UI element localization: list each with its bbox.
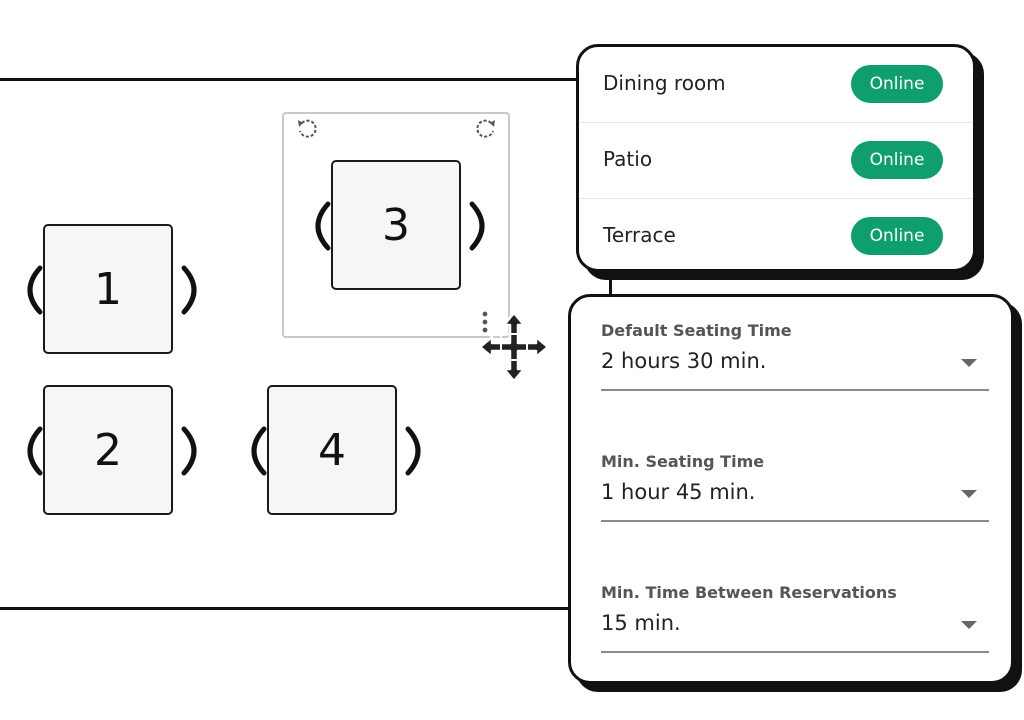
table-1[interactable]: 1: [14, 224, 204, 356]
chair-left: [251, 426, 267, 476]
table-3[interactable]: 3: [302, 160, 492, 292]
area-row-dining-room[interactable]: Dining room Online: [579, 47, 973, 123]
rotate-right-icon[interactable]: [474, 117, 498, 141]
min-seating-time-select[interactable]: Min. Seating Time 1 hour 45 min.: [601, 452, 989, 536]
dropdown-arrow-icon[interactable]: [961, 359, 977, 367]
table-surface[interactable]: 2: [43, 385, 173, 515]
chair-left: [27, 426, 43, 476]
table-surface[interactable]: 1: [43, 224, 173, 354]
field-underline: [601, 520, 989, 522]
table-surface[interactable]: 4: [267, 385, 397, 515]
area-row-patio[interactable]: Patio Online: [579, 123, 973, 199]
chair-left: [315, 201, 331, 251]
chair-right: [181, 426, 197, 476]
table-4[interactable]: 4: [238, 385, 428, 517]
default-seating-time-select[interactable]: Default Seating Time 2 hours 30 min.: [601, 321, 989, 405]
area-name: Patio: [603, 147, 653, 171]
field-underline: [601, 651, 989, 653]
area-name: Terrace: [603, 223, 676, 247]
field-underline: [601, 389, 989, 391]
table-number: 2: [94, 424, 122, 476]
move-cursor-icon: [478, 311, 550, 383]
chair-right: [181, 265, 197, 315]
status-toggle-button[interactable]: Online: [851, 217, 943, 255]
dropdown-arrow-icon[interactable]: [961, 621, 977, 629]
table-2[interactable]: 2: [14, 385, 204, 517]
seating-settings-card: Default Seating Time 2 hours 30 min. Min…: [568, 294, 1014, 684]
chair-left: [27, 265, 43, 315]
chair-right: [469, 201, 485, 251]
area-row-terrace[interactable]: Terrace Online: [579, 199, 973, 269]
table-number: 1: [94, 263, 122, 315]
table-number: 3: [382, 199, 410, 251]
field-value: 2 hours 30 min.: [601, 349, 767, 373]
chair-right: [405, 426, 421, 476]
status-toggle-button[interactable]: Online: [851, 65, 943, 103]
table-number: 4: [318, 424, 346, 476]
field-value: 1 hour 45 min.: [601, 480, 756, 504]
more-vertical-icon[interactable]: [480, 310, 490, 334]
rotate-left-icon[interactable]: [295, 117, 319, 141]
status-toggle-button[interactable]: Online: [851, 141, 943, 179]
field-label: Min. Seating Time: [601, 452, 765, 471]
min-time-between-reservations-select[interactable]: Min. Time Between Reservations 15 min.: [601, 583, 989, 667]
field-label: Min. Time Between Reservations: [601, 583, 897, 602]
dropdown-arrow-icon[interactable]: [961, 490, 977, 498]
table-surface[interactable]: 3: [331, 160, 461, 290]
areas-card: Dining room Online Patio Online Terrace …: [576, 44, 976, 272]
area-name: Dining room: [603, 71, 726, 95]
field-label: Default Seating Time: [601, 321, 792, 340]
field-value: 15 min.: [601, 611, 681, 635]
